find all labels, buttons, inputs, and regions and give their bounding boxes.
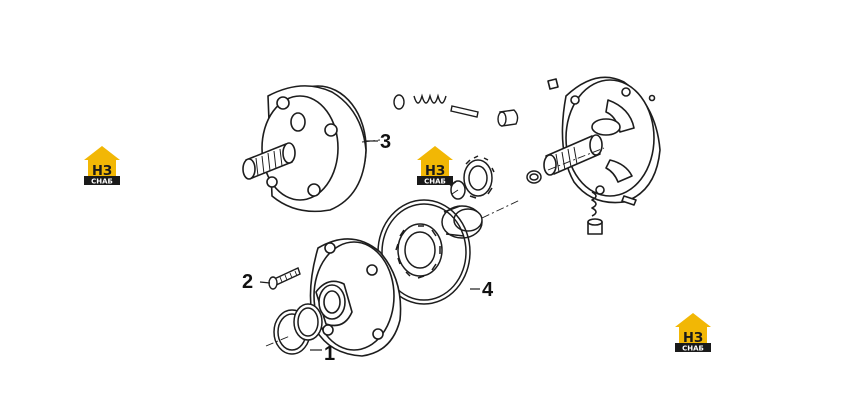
assembly-axis-lines bbox=[265, 139, 605, 347]
watermark-logo-right: НЗ СНАБ bbox=[675, 313, 711, 353]
svg-text:НЗ: НЗ bbox=[425, 164, 445, 179]
callout-2: 2 bbox=[242, 271, 253, 293]
watermark-logo-left: НЗ СНАБ bbox=[84, 146, 120, 186]
drive-gear-and-bearing bbox=[441, 155, 542, 239]
pump-housing-part-3 bbox=[242, 85, 367, 213]
callout-4: 4 bbox=[482, 279, 494, 301]
front-pump-body-part-1 bbox=[309, 238, 402, 357]
callout-1: 1 bbox=[324, 343, 335, 365]
svg-text:СНАБ: СНАБ bbox=[682, 345, 704, 353]
spring-pin-set bbox=[393, 93, 519, 127]
watermark-logo-center: НЗ СНАБ bbox=[417, 146, 453, 186]
callout-3: 3 bbox=[380, 131, 391, 153]
bolt-part-2 bbox=[268, 267, 301, 290]
pump-cover-plate bbox=[543, 76, 661, 235]
svg-text:НЗ: НЗ bbox=[683, 331, 703, 346]
svg-text:СНАБ: СНАБ bbox=[91, 178, 113, 186]
svg-text:СНАБ: СНАБ bbox=[424, 178, 446, 186]
seal-rings bbox=[273, 303, 323, 355]
svg-text:НЗ: НЗ bbox=[92, 164, 112, 179]
leader-lines bbox=[259, 140, 480, 351]
